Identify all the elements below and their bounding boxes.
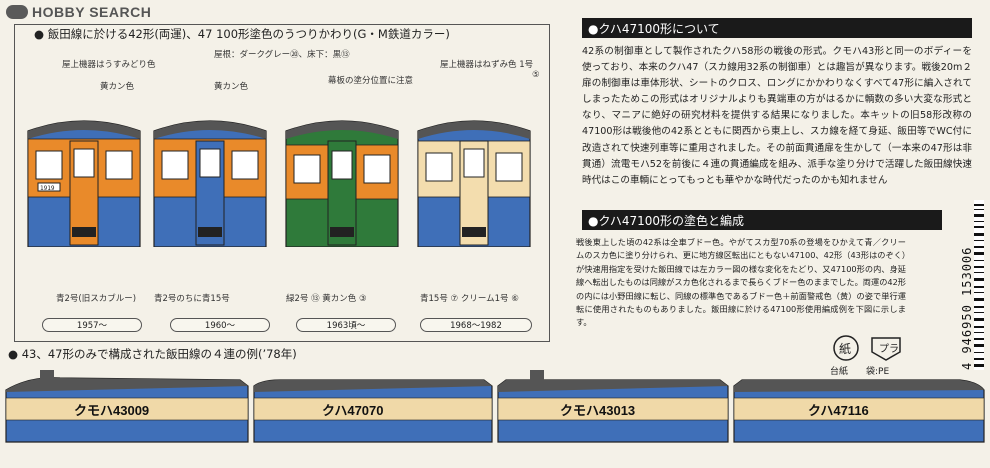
- bag-mark-label: 袋:PE: [866, 367, 890, 377]
- year-label-1957: 1957～: [42, 318, 142, 332]
- paper-recycle-icon: 紙: [833, 335, 859, 361]
- train-car-1: [5, 370, 249, 443]
- train-car-3: [497, 370, 729, 443]
- label-roof-color-4: 屋上機器はねずみ色 1号: [440, 60, 534, 70]
- car-name-2: クハ47070: [322, 403, 384, 418]
- formation-caption: ● 43、47形のみで構成された飯田線の４連の例(’78年): [8, 347, 297, 361]
- livery-history-panel: [14, 24, 550, 342]
- year-label-1963: 1963頃～: [296, 318, 396, 332]
- svg-text:紙: 紙: [839, 341, 851, 356]
- livery-paragraph: 戦後東上した頃の42系は全車ブドー色。やがてスカ型70系の登場をひかえて青／クリ…: [576, 237, 906, 328]
- about-paragraph: 42系の制御車として製作されたクハ58形の戦後の形式。クモハ43形と同一のボディ…: [582, 46, 972, 186]
- label-blue-new: 青2号のちに青15号: [154, 294, 230, 304]
- paper-mark-label: 台紙: [830, 367, 849, 377]
- section-header-about: ●クハ47100形について: [582, 18, 972, 38]
- train-car-2: [253, 379, 493, 443]
- car-front-1968: [417, 120, 531, 247]
- label-green-yellow: 緑2号 ⑬ 黄カン色 ③: [286, 294, 367, 304]
- car-front-1960: [153, 120, 267, 247]
- label-roof-spec: 屋根：ダークグレー⑳、床下：黒⑬: [214, 50, 350, 60]
- hobby-search-watermark: HOBBY SEARCH: [6, 4, 151, 20]
- year-label-1960: 1960～: [170, 318, 270, 332]
- label-blue-cream: 青15号 ⑦ クリーム1号 ⑥: [420, 294, 519, 304]
- label-yellow-1: 黄カン色: [100, 82, 135, 92]
- label-roof-color-4-num: ⑤: [532, 70, 540, 80]
- car-number-plate-1: 1919: [40, 185, 55, 192]
- year-label-1968: 1968～1982: [420, 318, 532, 332]
- hobby-search-logo-icon: [6, 5, 28, 19]
- train-car-4: [733, 379, 985, 443]
- train-formation-diagram: [5, 370, 985, 443]
- label-roof-color-1: 屋上機器はうすみどり色: [62, 60, 156, 70]
- car-front-1963: [285, 120, 399, 247]
- section-header-livery: ●クハ47100形の塗色と編成: [582, 210, 942, 230]
- label-yellow-2: 黄カン色: [214, 82, 249, 92]
- car-name-4: クハ47116: [808, 403, 869, 418]
- label-curtain-note: 幕板の塗分位置に注意: [328, 76, 414, 86]
- car-front-1957: 1919: [27, 120, 141, 247]
- barcode-icon: [974, 200, 984, 370]
- plastic-recycle-icon: プラ: [871, 337, 901, 361]
- car-name-3: クモハ43013: [560, 403, 636, 418]
- label-blue-old: 青2号(旧スカブルー): [56, 294, 137, 304]
- car-name-1: クモハ43009: [74, 403, 150, 418]
- barcode-digits: 4 946950 153006: [960, 246, 974, 370]
- watermark-text: HOBBY SEARCH: [32, 4, 152, 20]
- svg-text:プラ: プラ: [879, 343, 899, 355]
- livery-history-title: ● 飯田線に於ける42形(両運)、47 100形塗色のうつりかわり(G・M鉄道カ…: [34, 27, 450, 41]
